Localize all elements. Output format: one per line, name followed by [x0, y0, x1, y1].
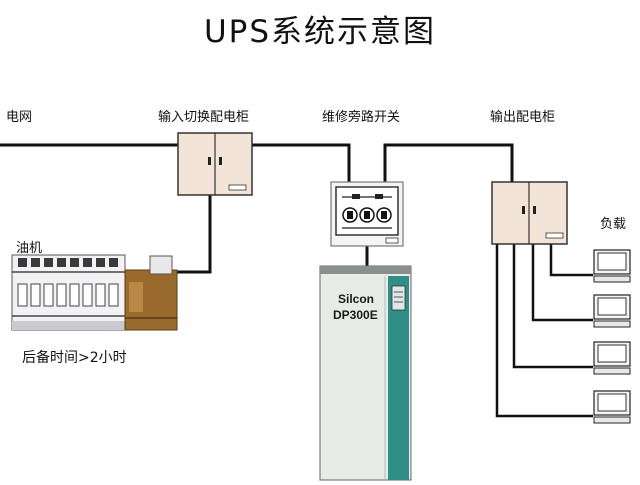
- computer-terminal-icon-1: [593, 249, 631, 283]
- label-grid: 电网: [6, 110, 33, 125]
- computer-terminal-icon-2: [593, 294, 631, 328]
- generator-feed-line: [174, 195, 212, 274]
- label-bypass-switch: 维修旁路开关: [322, 110, 401, 125]
- generator-icon: [11, 254, 178, 331]
- bypass-to-output-line: [383, 143, 514, 182]
- load-line-2: [531, 244, 593, 322]
- computer-terminal-icon-3: [593, 341, 631, 375]
- ups-brand-line2: DP300E: [333, 308, 378, 322]
- input-to-bypass-line: [252, 143, 351, 182]
- wiring: [0, 143, 514, 274]
- label-generator: 油机: [16, 241, 43, 256]
- input-cabinet-icon: [177, 132, 253, 196]
- load-line-1: [549, 244, 593, 277]
- diagram-title: UPS系统示意图: [203, 14, 437, 50]
- ups-brand-line1: Silcon: [338, 292, 375, 306]
- load-wiring: [495, 244, 593, 418]
- load-line-4: [495, 244, 593, 418]
- label-backup-time: 后备时间>2小时: [22, 350, 127, 366]
- ups-cabinet-icon: [319, 265, 412, 481]
- label-output-cabinet: 输出配电柜: [490, 110, 556, 125]
- computer-terminal-icon-4: [593, 390, 631, 424]
- output-cabinet-icon: [491, 181, 568, 245]
- label-input-cabinet: 输入切换配电柜: [158, 110, 250, 125]
- bypass-switch-icon: [330, 181, 404, 247]
- load-line-3: [512, 244, 593, 369]
- label-load: 负载: [600, 217, 627, 232]
